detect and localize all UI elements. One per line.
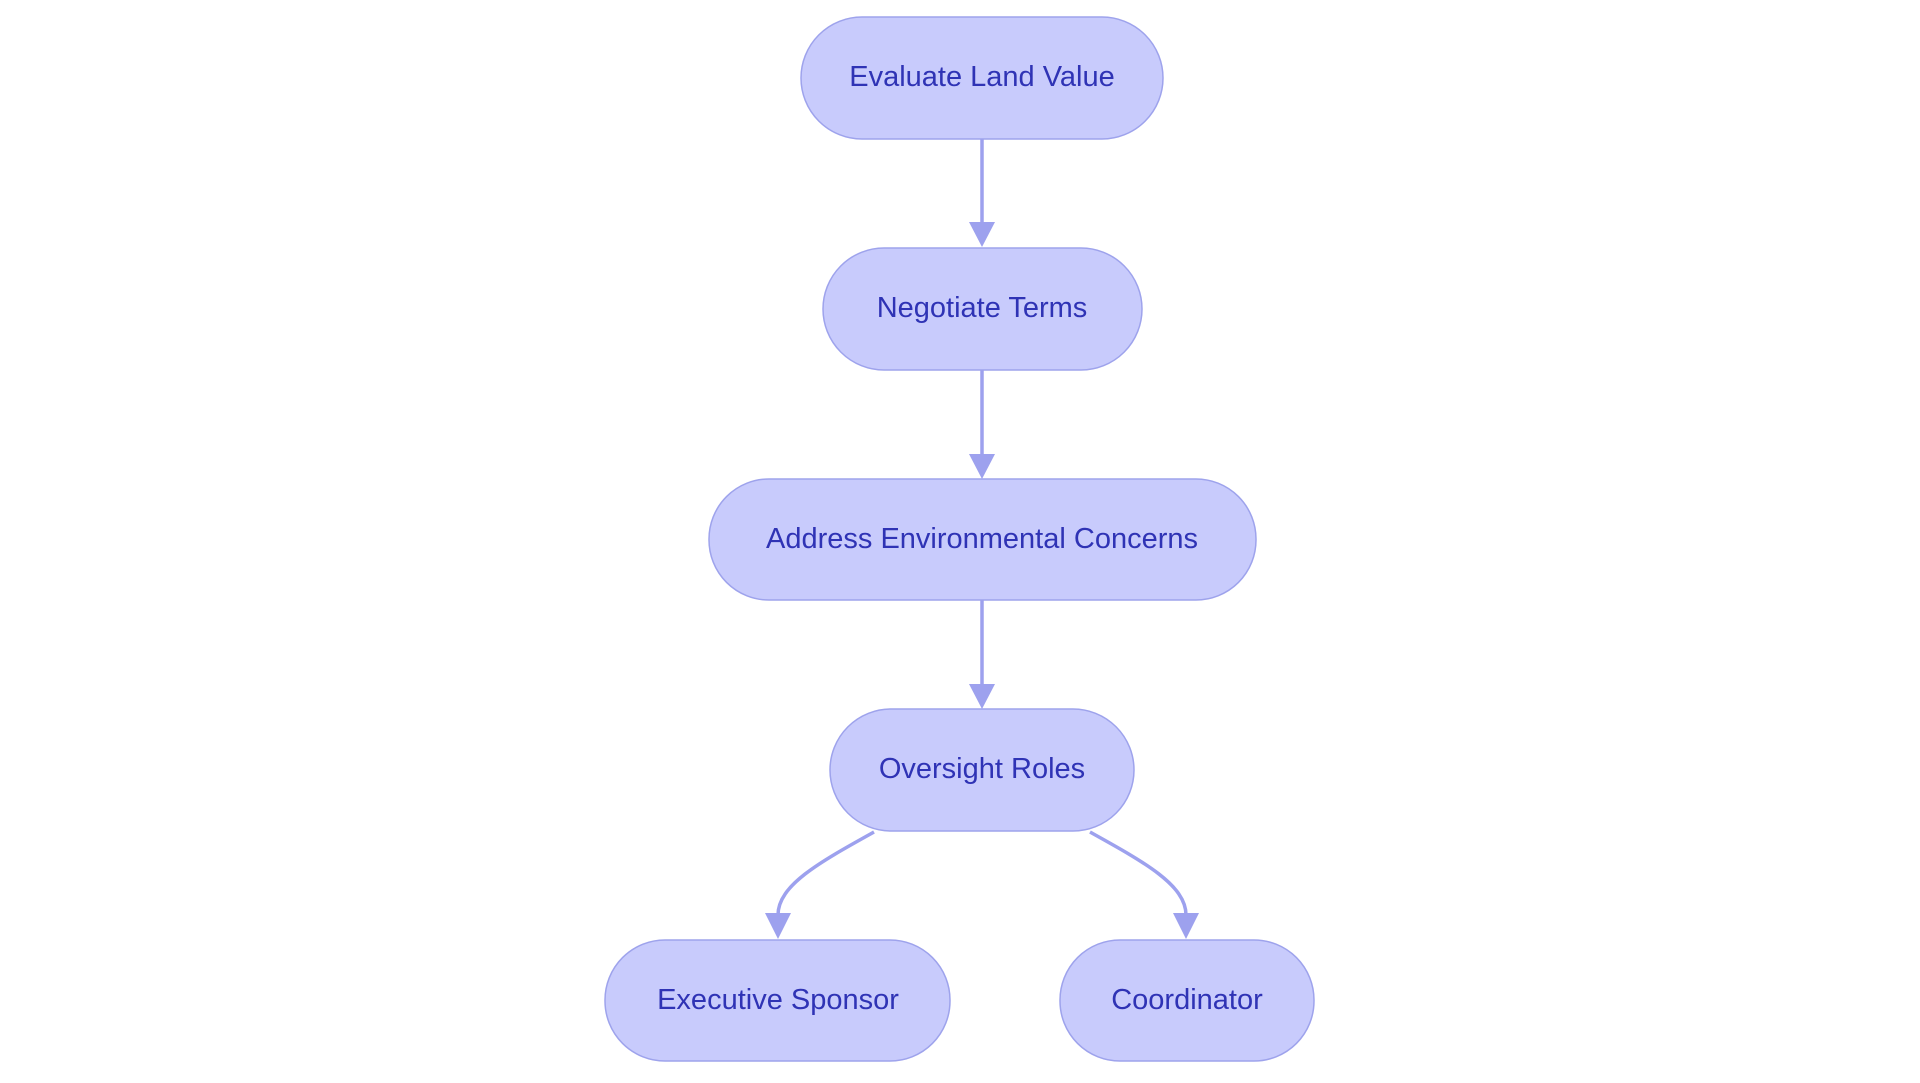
node-label: Address Environmental Concerns <box>766 523 1198 555</box>
node-oversight-roles[interactable]: Oversight Roles <box>829 708 1135 832</box>
node-shape <box>1059 939 1315 1062</box>
node-label: Negotiate Terms <box>877 292 1088 324</box>
node-shape <box>822 247 1143 371</box>
node-address-environmental-concerns[interactable]: Address Environmental Concerns <box>708 478 1257 601</box>
edge-oversight-coordinator <box>1089 830 1188 916</box>
node-label: Coordinator <box>1111 984 1263 1016</box>
node-shape <box>829 708 1135 832</box>
node-coordinator[interactable]: Coordinator <box>1059 939 1315 1062</box>
arrowhead-evaluate-negotiate <box>969 222 995 247</box>
node-shape <box>800 16 1164 140</box>
arrowhead-address-oversight <box>969 684 995 709</box>
node-label: Executive Sponsor <box>657 984 899 1016</box>
arrowhead-oversight-coordinator <box>1173 913 1199 939</box>
arrowhead-negotiate-address <box>969 454 995 479</box>
node-evaluate-land-value[interactable]: Evaluate Land Value <box>800 16 1164 140</box>
arrowhead-oversight-sponsor <box>765 913 791 939</box>
node-label: Oversight Roles <box>879 753 1085 785</box>
node-executive-sponsor[interactable]: Executive Sponsor <box>604 939 951 1062</box>
edge-oversight-sponsor <box>776 830 875 916</box>
node-label: Evaluate Land Value <box>849 61 1115 93</box>
node-negotiate-terms[interactable]: Negotiate Terms <box>822 247 1143 371</box>
edges <box>765 139 1199 939</box>
node-shape <box>708 478 1257 601</box>
node-shape <box>604 939 951 1062</box>
